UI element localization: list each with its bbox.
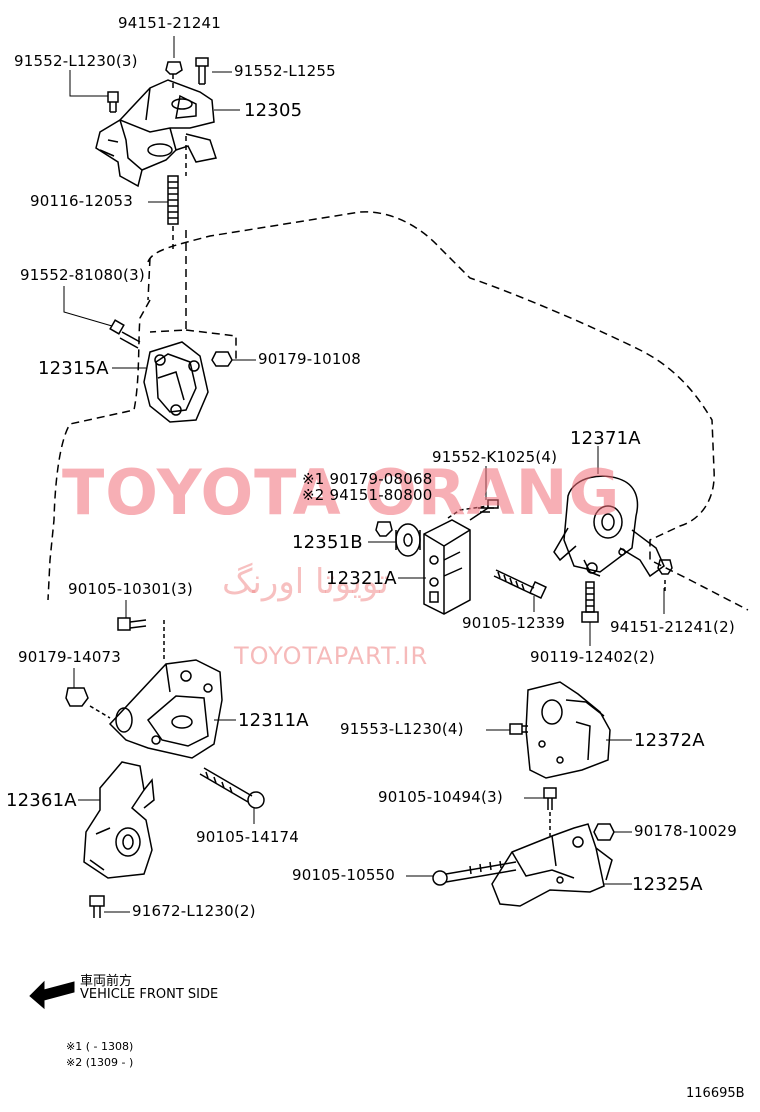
mount-12372A-shape xyxy=(525,681,611,779)
bolt-90119-12402 xyxy=(581,581,599,623)
bolt-91552-L1230 xyxy=(107,91,119,113)
callout-90178-10029: 90178-10029 xyxy=(634,822,738,840)
nut-90178-10029 xyxy=(593,823,615,841)
mount-12361A-shape xyxy=(83,761,155,879)
callout-91552-81080-3: 91552-81080(3) xyxy=(20,266,145,284)
callout-12351B: 12351B xyxy=(292,532,363,553)
bracket-12325A-shape xyxy=(491,823,613,907)
callout-12305: 12305 xyxy=(244,100,303,121)
nut-90179-08068 xyxy=(375,521,393,537)
bolt-91552-L1255 xyxy=(195,57,209,85)
callout-12321A: 12321A xyxy=(326,568,397,589)
bracket-12311A-shape xyxy=(108,659,223,759)
callout-90105-12339: 90105-12339 xyxy=(462,614,566,632)
bolt-90105-14174 xyxy=(199,767,265,809)
callout-91552-L1255: 91552-L1255 xyxy=(234,62,336,80)
footnote-2: ※2 (1309 - ) xyxy=(66,1056,134,1069)
callout-90179-10108: 90179-10108 xyxy=(258,350,362,368)
callout-90105-10550: 90105-10550 xyxy=(292,866,396,884)
watermark-url: TOYOTAPART.IR xyxy=(234,642,429,670)
watermark-persian: تویوتا اورنگ xyxy=(222,562,389,602)
nut-90179-10108 xyxy=(211,351,233,367)
callout-91552-L1230-3: 91552-L1230(3) xyxy=(14,52,138,70)
callout-90105-14174: 90105-14174 xyxy=(196,828,300,846)
callout-12325A: 12325A xyxy=(632,874,703,895)
bolt-91553-L1230 xyxy=(509,723,528,735)
nut-90179-14073 xyxy=(65,687,89,707)
watermark-brand: TOYOTA ORANG xyxy=(62,456,621,529)
engine-outline-link2 xyxy=(185,329,237,360)
bolt-91672-L1230 xyxy=(89,895,105,918)
bushing-12351B xyxy=(395,523,421,557)
footnote-1: ※1 ( - 1308) xyxy=(66,1040,134,1053)
engine-outline-left xyxy=(47,299,151,601)
callout-90105-10494-3: 90105-10494(3) xyxy=(378,788,503,806)
engine-outline-link xyxy=(147,230,187,333)
engine-outline xyxy=(147,211,749,611)
bracket-12321A-shape xyxy=(423,519,471,615)
callout-94151-80800: ※2 94151-80800 xyxy=(302,486,433,504)
callout-12311A: 12311A xyxy=(238,710,309,731)
front-arrow xyxy=(29,980,75,1010)
bolt-91552-81080 xyxy=(109,319,141,349)
bolt-90105-10301 xyxy=(117,617,147,631)
bolt-90105-10494 xyxy=(543,787,557,810)
front-direction-en: VEHICLE FRONT SIDE xyxy=(80,987,219,1002)
callout-12371A: 12371A xyxy=(570,428,641,449)
callout-12361A: 12361A xyxy=(6,790,77,811)
callout-90119-12402-2: 90119-12402(2) xyxy=(530,648,655,666)
callout-90179-14073: 90179-14073 xyxy=(18,648,122,666)
bolt-90105-10550 xyxy=(432,860,517,886)
callout-91553-L1230-4: 91553-L1230(4) xyxy=(340,720,464,738)
callout-94151-21241: 94151-21241 xyxy=(118,14,222,32)
front-direction-jp: 車両前方 xyxy=(80,974,133,989)
callout-90179-08068: ※1 90179-08068 xyxy=(302,470,433,488)
callout-12315A: 12315A xyxy=(38,358,109,379)
bolt-91552-K1025 xyxy=(469,499,499,521)
nut-94151-21241 xyxy=(165,61,183,75)
callout-90105-10301-3: 90105-10301(3) xyxy=(68,580,193,598)
stud-90116-12053 xyxy=(167,175,179,225)
callout-90116-12053: 90116-12053 xyxy=(30,192,134,210)
nut-94151-21241-2 xyxy=(657,559,673,575)
diagram-code: 116695B xyxy=(686,1086,745,1101)
bolt-90105-12339 xyxy=(493,569,547,599)
mount-12305-shape xyxy=(95,79,217,188)
callout-91552-K1025-4: 91552-K1025(4) xyxy=(432,448,558,466)
bracket-12315A-shape xyxy=(143,341,209,423)
callout-94151-21241-2: 94151-21241(2) xyxy=(610,618,735,636)
callout-91672-L1230-2: 91672-L1230(2) xyxy=(132,902,256,920)
callout-12372A: 12372A xyxy=(634,730,705,751)
mount-12371A-shape xyxy=(553,475,665,578)
